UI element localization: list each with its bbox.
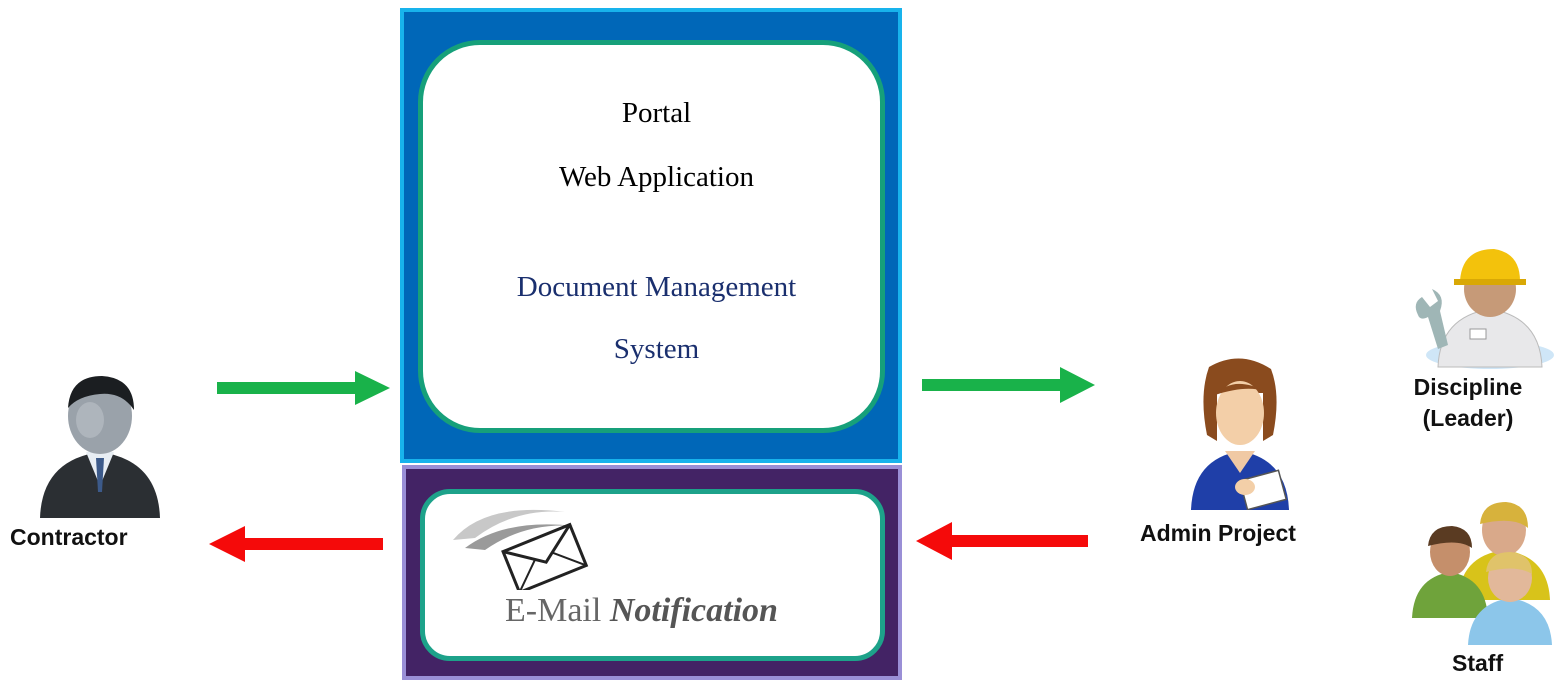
email-card: E-Mail Notification bbox=[420, 489, 885, 661]
portal-title: Portal bbox=[621, 97, 692, 129]
dms-label-line1: Document Management bbox=[516, 271, 797, 303]
arrow-to-email bbox=[916, 522, 1088, 560]
arrow-to-portal bbox=[217, 371, 390, 405]
admin-avatar-icon bbox=[1191, 358, 1289, 510]
contractor-label: Contractor bbox=[10, 524, 128, 550]
arrow-to-contractor bbox=[209, 526, 383, 562]
staff-label: Staff bbox=[1452, 650, 1504, 676]
discipline-label-line1: Discipline bbox=[1413, 374, 1523, 400]
discipline-label-line2: (Leader) bbox=[1422, 405, 1514, 431]
portal-card: Portal Web Application Document Manageme… bbox=[418, 40, 885, 433]
arrow-to-admin bbox=[922, 367, 1095, 403]
staff-group-avatar-icon bbox=[1412, 502, 1552, 645]
admin-project-label: Admin Project bbox=[1140, 520, 1296, 546]
email-notification-label: E-Mail Notification bbox=[505, 592, 778, 629]
discipline-leader-avatar-icon bbox=[1415, 249, 1554, 369]
discipline-leader-label: Discipline (Leader) bbox=[1398, 372, 1538, 434]
dms-label-line2: System bbox=[613, 333, 700, 365]
portal-subtitle: Web Application bbox=[559, 161, 754, 193]
contractor-avatar-icon bbox=[40, 376, 160, 518]
envelope-icon bbox=[453, 509, 589, 590]
